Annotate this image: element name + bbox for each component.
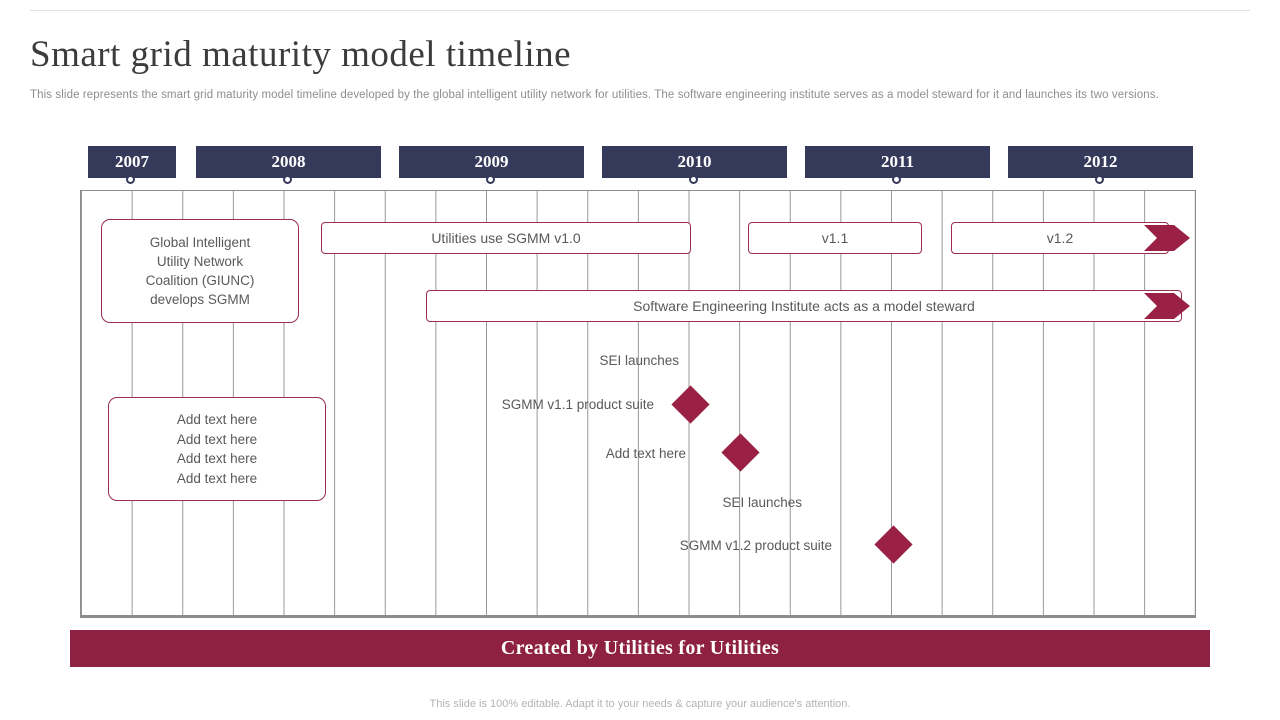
milestone-diamond — [721, 433, 760, 472]
year-marker-dot — [688, 175, 698, 184]
milestone-3-subtitle: SGMM v1.2 product suite — [679, 538, 832, 553]
milestone-1-title: SEI launches — [599, 353, 679, 368]
year-box-2009: 2009 — [399, 146, 584, 184]
milestone-3-title: SEI launches — [722, 495, 802, 510]
banner-text: Created by Utilities for Utilities — [500, 637, 780, 659]
year-box-2011: 2011 — [805, 146, 990, 184]
placeholder-line[interactable]: Add text here — [176, 451, 258, 466]
year-label: 2008 — [271, 152, 306, 171]
banner: Created by Utilities for Utilities — [70, 630, 1210, 667]
year-box-2010: 2010 — [602, 146, 787, 184]
year-marker-dot — [891, 175, 901, 184]
v1-2-bar: v1.2 — [951, 222, 1169, 254]
year-marker-dot — [126, 175, 135, 184]
page-title: Smart grid maturity model timeline — [30, 34, 572, 75]
v1-1-bar: v1.1 — [748, 222, 922, 254]
year-marker-dot — [485, 175, 495, 184]
milestone-1-subtitle: SGMM v1.1 product suite — [501, 397, 654, 412]
giunc-line: Coalition (GIUNC) — [145, 273, 255, 288]
year-label: 2010 — [677, 152, 712, 171]
timeline-grid: Global Intelligent Utility Network Coali… — [80, 190, 1196, 618]
year-label: 2009 — [474, 152, 509, 171]
slide-top-border — [30, 10, 1250, 11]
placeholder-line[interactable]: Add text here — [176, 412, 258, 427]
forward-arrow-icon — [1144, 225, 1190, 251]
placeholder-line[interactable]: Add text here — [176, 470, 258, 486]
year-label: 2007 — [115, 152, 149, 171]
giunc-line: Utility Network — [156, 254, 244, 269]
year-box-2012: 2012 — [1008, 146, 1193, 184]
milestone-diamond — [671, 385, 710, 424]
giunc-line: Global Intelligent — [149, 235, 251, 250]
giunc-line: develops SGMM — [150, 292, 250, 307]
year-box-2008: 2008 — [196, 146, 381, 184]
placeholder-line[interactable]: Add text here — [176, 431, 258, 447]
v1-2-label: v1.2 — [1046, 230, 1074, 246]
year-marker-dot — [1094, 175, 1104, 184]
add-text-placeholder-box[interactable]: Add text here Add text here Add text her… — [108, 397, 326, 501]
steward-label: Software Engineering Institute acts as a… — [633, 298, 975, 314]
year-box-2007: 2007 — [88, 146, 176, 184]
milestone-2-title[interactable]: Add text here — [605, 446, 686, 461]
year-marker-dot — [282, 175, 292, 184]
steward-bar: Software Engineering Institute acts as a… — [426, 290, 1182, 322]
utilities-sgmm-bar: Utilities use SGMM v1.0 — [321, 222, 691, 254]
year-label: 2011 — [880, 152, 915, 171]
giunc-box: Global Intelligent Utility Network Coali… — [101, 219, 299, 323]
page-subtitle: This slide represents the smart grid mat… — [30, 89, 1159, 101]
year-label: 2012 — [1083, 152, 1118, 171]
forward-arrow-icon — [1144, 293, 1190, 319]
utilities-sgmm-label: Utilities use SGMM v1.0 — [431, 230, 581, 246]
v1-1-label: v1.1 — [821, 230, 849, 246]
milestone-diamond — [874, 525, 913, 564]
footer-note: This slide is 100% editable. Adapt it to… — [429, 698, 851, 710]
